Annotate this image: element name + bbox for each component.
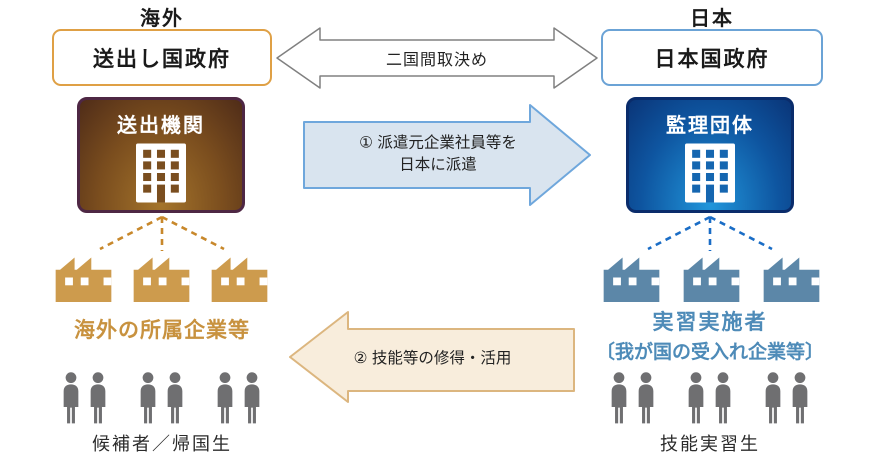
double-arrow-icon — [276, 27, 598, 89]
dashed-connector-left — [99, 215, 225, 251]
training-implementers-label-line1: 実習実施者 — [652, 311, 768, 334]
dispatch-arrow-label-line2: 日本に派遣 — [399, 157, 477, 174]
person-pair — [60, 372, 109, 424]
sending-organization-box: 送出機関 — [77, 97, 245, 213]
factory-icon — [763, 253, 820, 302]
person-pair — [214, 372, 263, 424]
person-pair — [762, 372, 811, 424]
person-icon — [164, 372, 186, 424]
person-icon — [712, 372, 734, 424]
left-arrow-icon — [289, 311, 575, 403]
person-pair — [685, 372, 734, 424]
training-implementers-label: 実習実施者 〔我が国の受入れ企業等〕 — [575, 306, 845, 364]
person-icon — [137, 372, 159, 424]
training-implementers-label-line2: 〔我が国の受入れ企業等〕 — [595, 342, 824, 363]
sending-country-government-box: 送出し国政府 — [52, 29, 272, 86]
person-icon — [214, 372, 236, 424]
person-pair — [137, 372, 186, 424]
dispatch-arrow-label: ① 派遣元企業社員等を 日本に派遣 — [303, 133, 573, 178]
supervising-organization-box: 監理団体 — [626, 97, 794, 213]
person-icon — [60, 372, 82, 424]
person-icon — [87, 372, 109, 424]
region-label-overseas: 海外 — [140, 8, 184, 30]
trainees-people-group — [608, 372, 811, 424]
person-icon — [789, 372, 811, 424]
person-icon — [241, 372, 263, 424]
bilateral-agreement-arrow: 二国間取決め — [276, 26, 598, 90]
dashed-connector-right — [647, 215, 773, 251]
bilateral-agreement-label: 二国間取決め — [385, 52, 488, 69]
candidates-people-group — [60, 372, 263, 424]
overseas-companies-label: 海外の所属企業等 — [74, 319, 250, 342]
building-icon — [685, 143, 735, 203]
candidates-label: 候補者／帰国生 — [92, 434, 232, 452]
region-label-japan: 日本 — [690, 8, 734, 30]
person-icon — [635, 372, 657, 424]
person-icon — [685, 372, 707, 424]
japan-government-box: 日本国政府 — [601, 29, 823, 86]
person-pair — [608, 372, 657, 424]
person-icon — [608, 372, 630, 424]
building-icon — [136, 143, 186, 203]
dispatch-arrow: ① 派遣元企業社員等を 日本に派遣 — [303, 103, 592, 207]
factory-icon — [211, 253, 268, 302]
supervising-organization-label: 監理団体 — [666, 115, 754, 137]
factory-icon — [55, 253, 112, 302]
person-icon — [762, 372, 784, 424]
sending-organization-label: 送出機関 — [117, 115, 205, 137]
skills-transfer-arrow: ② 技能等の修得・活用 — [289, 310, 575, 403]
factory-icon — [603, 253, 660, 302]
factory-icon — [683, 253, 740, 302]
skills-transfer-arrow-label: ② 技能等の修得・活用 — [353, 349, 512, 367]
right-arrow-icon — [303, 104, 591, 206]
factory-icon — [133, 253, 190, 302]
dispatch-arrow-label-line1: ① 派遣元企業社員等を — [359, 134, 517, 152]
trainees-label: 技能実習生 — [660, 434, 760, 452]
